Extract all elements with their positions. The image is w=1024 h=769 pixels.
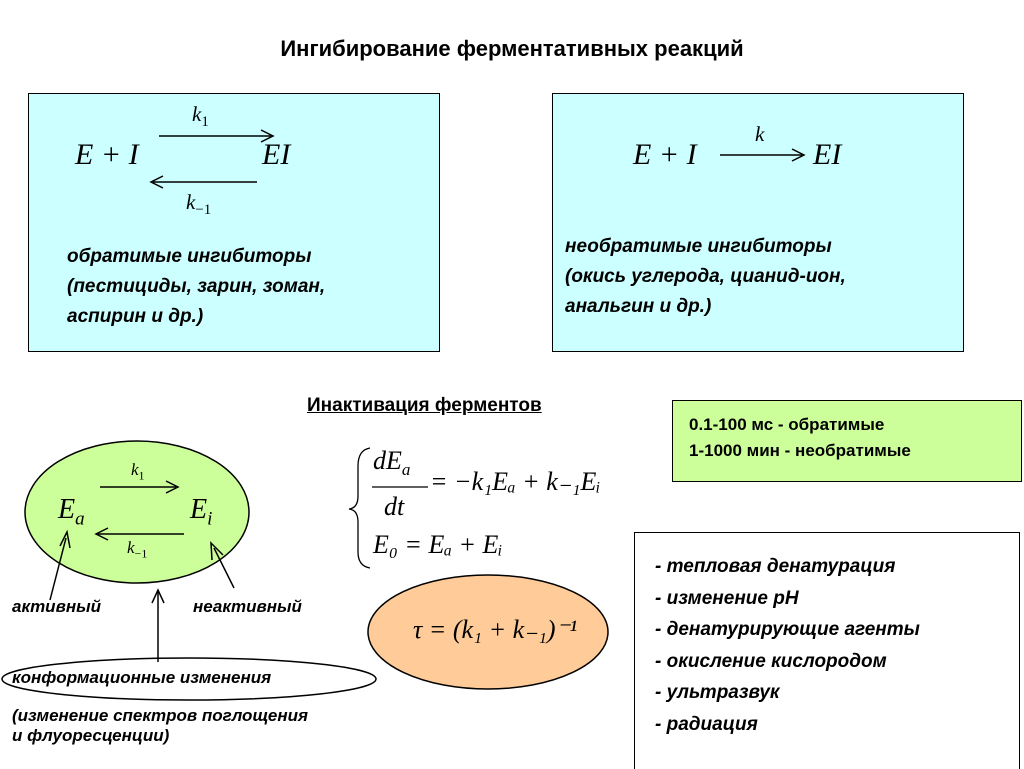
inactivation-times-box: 0.1-100 мс - обратимые 1-1000 мин - необ… xyxy=(672,400,1022,482)
inactivation-causes-box: - тепловая денатурация - изменение pH - … xyxy=(634,532,1020,769)
conformational-label: конформационные изменения xyxy=(12,668,272,687)
inactive-label: неактивный xyxy=(193,597,302,616)
spectra-note: (изменение спектров поглощения и флуорес… xyxy=(12,706,309,745)
backward-arrow-icon xyxy=(149,175,257,189)
derivative-numerator: dEa xyxy=(373,446,411,480)
time-reversible: 0.1-100 мс - обратимые xyxy=(689,415,885,434)
derivative-denominator: dt xyxy=(384,492,405,521)
tau-ellipse xyxy=(367,574,609,690)
reversible-equation-right: EI xyxy=(262,138,291,171)
active-enzyme-symbol: Ea xyxy=(58,494,85,530)
forward-arrow-icon xyxy=(159,129,275,143)
active-label: активный xyxy=(12,597,102,616)
reversible-equation-left: E + I xyxy=(75,138,139,171)
inactive-enzyme-symbol: Ei xyxy=(190,494,213,530)
mass-balance-equation: E₀ = Eₐ + Eᵢ xyxy=(373,530,503,559)
list-item: - ультразвук xyxy=(655,682,780,703)
ellipse-k-backward: k−1 xyxy=(127,538,148,561)
irreversible-inhibitors-box: E + I k EI необратимые ингибиторы (окись… xyxy=(552,93,964,352)
conformational-ellipse xyxy=(1,657,377,701)
active-pointer-icon xyxy=(49,537,67,601)
inactive-pointer-icon xyxy=(213,547,235,589)
tau-equation: τ = (k₁ + k₋₁)⁻¹ xyxy=(413,615,578,644)
list-item: - окисление кислородом xyxy=(655,650,887,672)
list-item: - радиация xyxy=(655,713,758,735)
reversible-inhibitors-box: E + I EI k1 k−1 обратимые ингибиторы (пе… xyxy=(28,93,440,352)
reversible-k-backward: k−1 xyxy=(186,190,212,219)
system-brace-icon xyxy=(348,447,371,569)
page-title: Ингибирование ферментативных реакций xyxy=(280,36,744,61)
irreversible-description: необратимые ингибиторы (окись углерода, … xyxy=(565,236,846,317)
reversible-k-forward: k1 xyxy=(192,102,209,131)
time-irreversible: 1-1000 мин - необратимые xyxy=(689,441,911,460)
causes-list: - тепловая денатурация - изменение pH - … xyxy=(655,551,920,740)
inactivation-heading: Инактивация ферментов xyxy=(307,395,542,416)
irreversible-equation-right: EI xyxy=(813,138,842,171)
irreversible-equation-left: E + I xyxy=(633,138,697,171)
list-item: - тепловая денатурация xyxy=(655,556,896,577)
irreversible-k: k xyxy=(755,122,765,146)
list-item: - денатурирующие агенты xyxy=(655,619,920,640)
list-item: - изменение pH xyxy=(655,587,799,609)
ellipse-k-forward: k1 xyxy=(131,460,145,483)
irreversible-arrow-icon xyxy=(720,148,806,162)
enzyme-state-ellipse xyxy=(24,440,250,584)
rate-equation-rhs: = −k₁Eₐ + k₋₁Eᵢ xyxy=(430,467,601,496)
reversible-description: обратимые ингибиторы (пестициды, зарин, … xyxy=(67,246,326,327)
